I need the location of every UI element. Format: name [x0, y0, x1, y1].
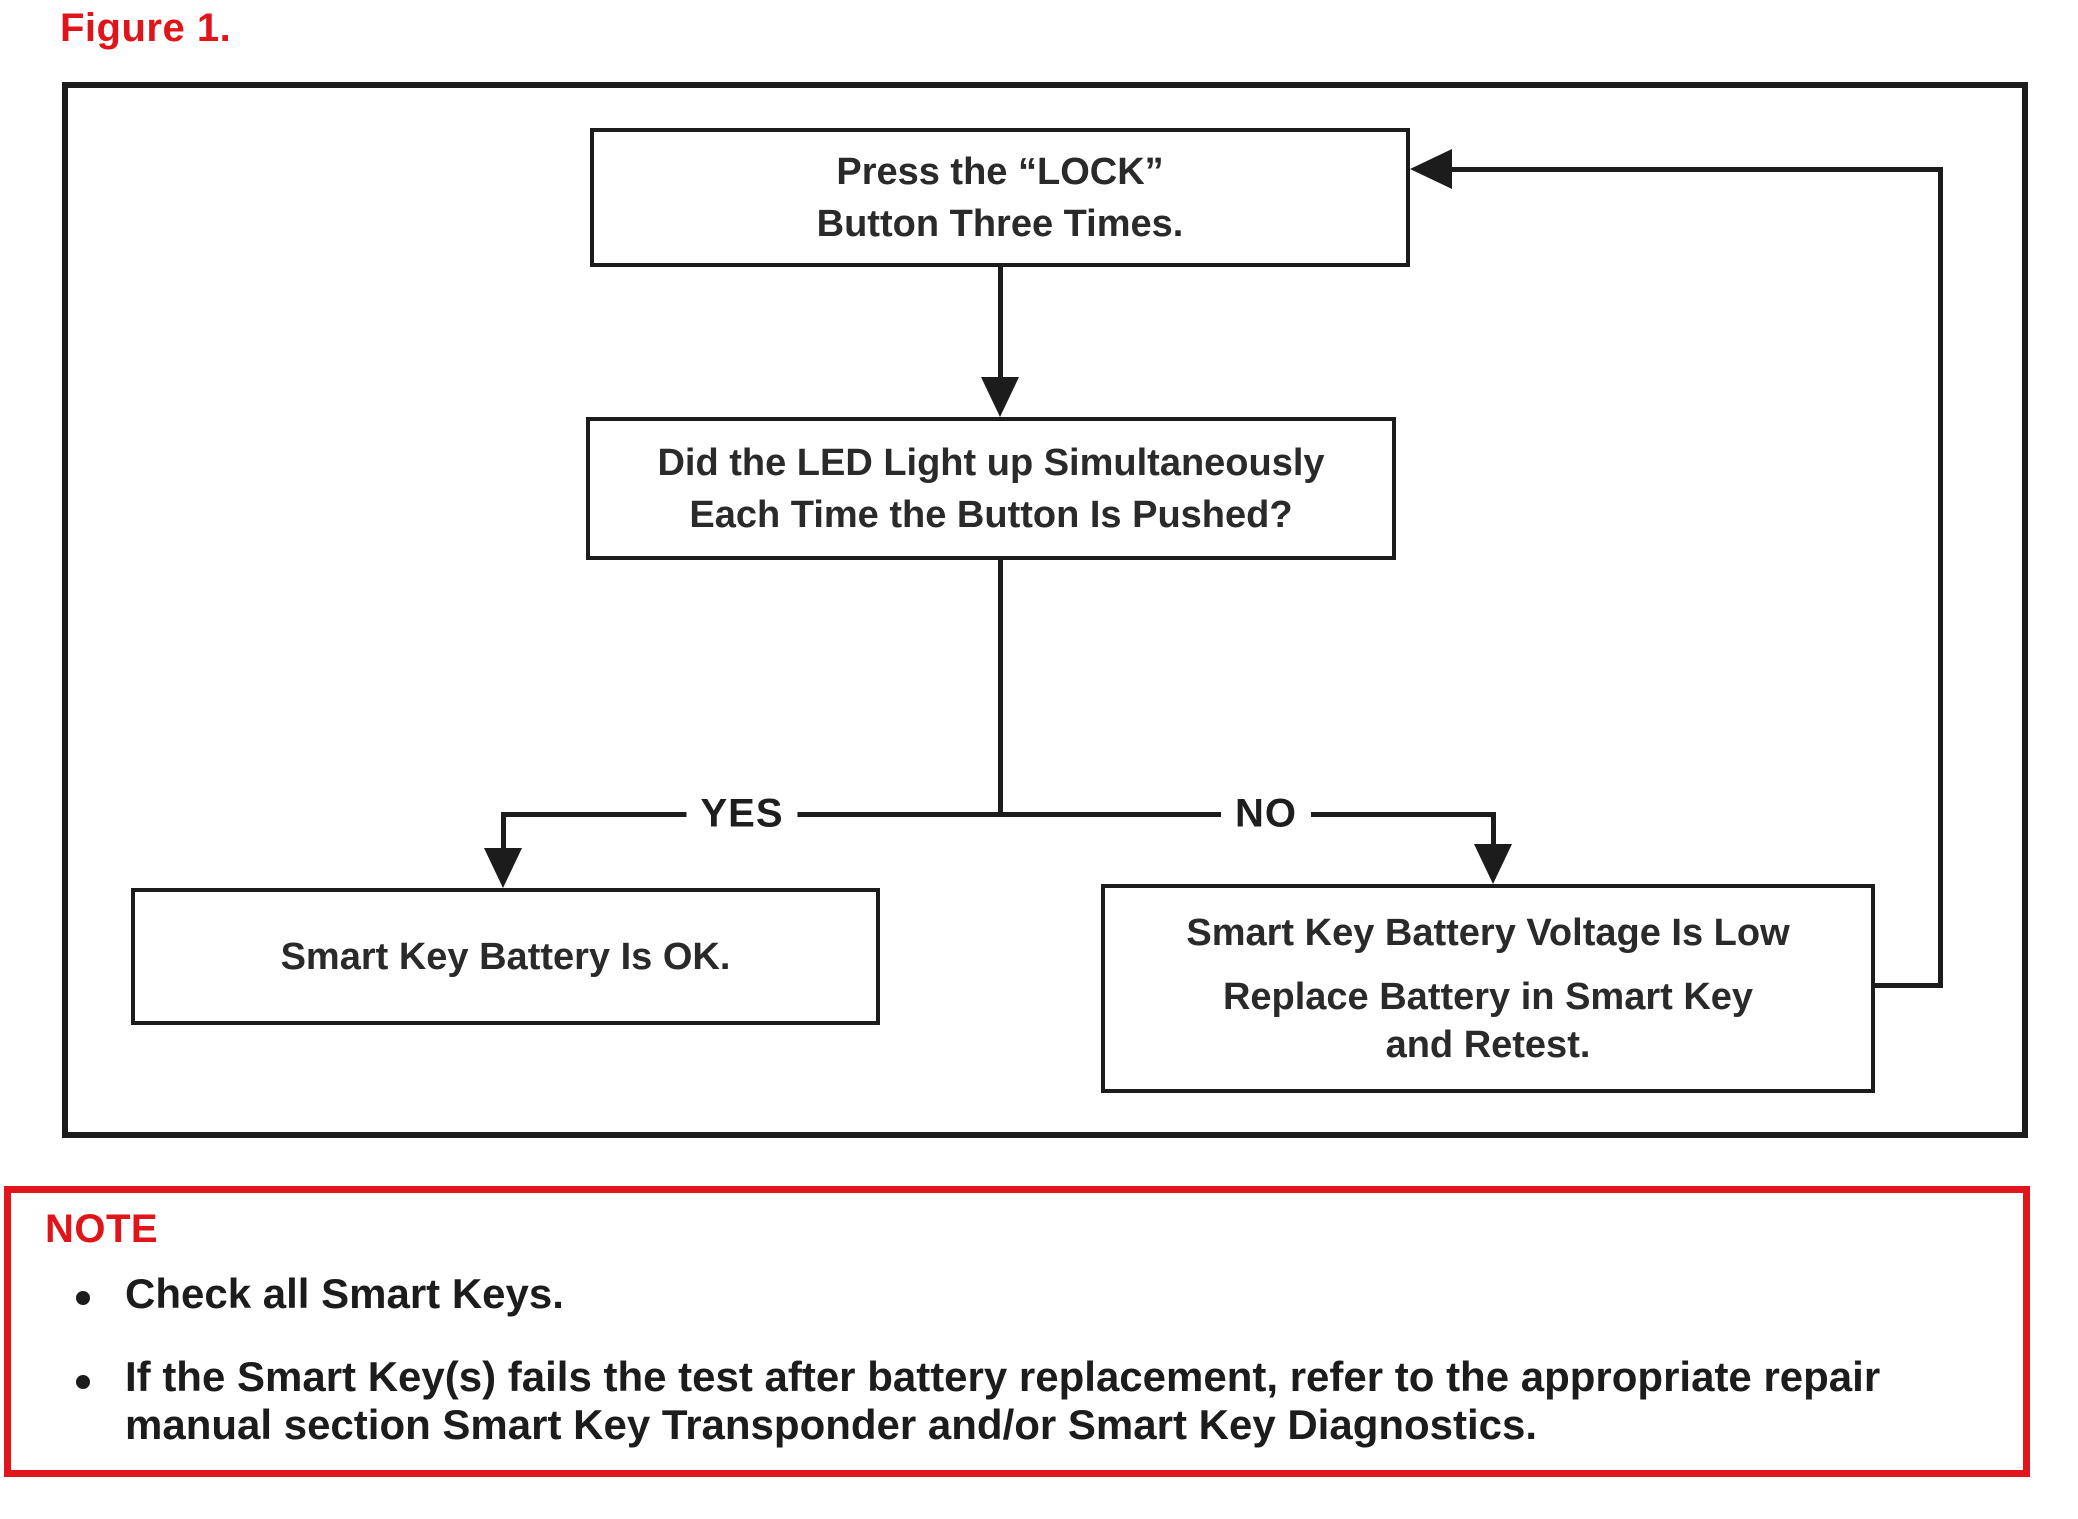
flowchart-box-press-lock: Press the “LOCK” Button Three Times.: [590, 128, 1410, 267]
loop-bottom-segment: [1875, 983, 1943, 988]
bullet-dot-icon: [76, 1291, 90, 1305]
box-battery-ok-text: Smart Key Battery Is OK.: [280, 935, 731, 978]
connector-box2-branch: [998, 560, 1003, 817]
figure-label: Figure 1.: [60, 6, 232, 50]
note-heading: NOTE: [45, 1207, 159, 1251]
flowchart-box-battery-ok: Smart Key Battery Is OK.: [131, 888, 880, 1025]
branch-line: [503, 812, 1493, 817]
arrow-down-icon: [1474, 844, 1512, 884]
note-bullet-2-line2: manual section Smart Key Transponder and…: [125, 1401, 1538, 1448]
branch-right-drop-line: [1491, 812, 1496, 848]
box-led-question-line1: Did the LED Light up Simultaneously: [657, 441, 1325, 484]
branch-left-drop-line: [501, 812, 506, 852]
note-bullet-2-line1: If the Smart Key(s) fails the test after…: [125, 1353, 1881, 1400]
box-led-question-line2: Each Time the Button Is Pushed?: [689, 493, 1293, 536]
connector-box1-box2: [998, 267, 1003, 381]
loop-top-segment: [1450, 167, 1943, 172]
arrow-down-icon: [981, 377, 1019, 417]
loop-vertical-segment: [1938, 167, 1943, 988]
note-bullet-1-line1: Check all Smart Keys.: [125, 1270, 564, 1317]
box-press-lock-line2: Button Three Times.: [816, 202, 1184, 245]
branch-label-no: NO: [1221, 791, 1311, 837]
box-battery-low-line1: Smart Key Battery Voltage Is Low: [1186, 911, 1790, 954]
arrow-left-icon: [1410, 149, 1452, 189]
box-battery-low-line3: and Retest.: [1385, 1023, 1591, 1066]
branch-label-yes: YES: [686, 791, 798, 837]
flowchart-box-led-question: Did the LED Light up Simultaneously Each…: [586, 417, 1396, 560]
box-press-lock-line1: Press the “LOCK”: [836, 150, 1164, 193]
note-bullet-1: Check all Smart Keys.: [125, 1270, 564, 1318]
arrow-down-icon: [484, 848, 522, 888]
bullet-dot-icon: [76, 1375, 90, 1389]
note-panel: [4, 1186, 2030, 1477]
note-bullet-2: If the Smart Key(s) fails the test after…: [125, 1353, 1880, 1449]
box-battery-low-line2: Replace Battery in Smart Key: [1222, 975, 1754, 1018]
flowchart-box-battery-low: Smart Key Battery Voltage Is Low Replace…: [1101, 884, 1875, 1093]
